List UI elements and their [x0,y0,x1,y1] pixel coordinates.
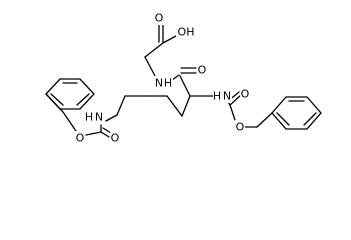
bond-c6-c7 [116,95,126,116]
bond-c7-nepsilon [105,114,118,122]
bond-amidec-calpha [179,75,191,97]
atom-o-acid-carbonyl: O [155,12,164,25]
atom-n-amide: N [155,77,163,90]
atom-o-amide-carbonyl: O [198,64,207,77]
bond-cbzc2-carbonyl-o [100,131,110,138]
bond-calpha-c3 [181,95,191,117]
bond-ch2-nh [144,56,156,77]
bond-cbzc-carbonyl-o [229,94,242,106]
bond-c3-c4 [166,95,183,117]
bond-acidc-ch2 [144,42,164,58]
atom-o-alpha-cbz-ester: O [236,121,245,134]
benzene-ring-left [45,78,95,110]
bond-benzyl-ch2-ring [256,112,273,128]
atom-o-epsilon-cbz-carbonyl: O [111,132,120,145]
bond-cbzc-ester-o [229,104,236,121]
atom-h-amide: H [164,77,172,90]
benzene-ring-right [271,96,322,130]
atom-labels: OH O N H O H N O O H N O O [75,11,250,145]
bond-ester-o2-benzyl-ch2 [62,111,77,132]
atom-n-alpha: N [223,90,231,103]
atom-h-epsilon: H [85,111,93,124]
bond-cbzc2-ester-o [85,131,102,136]
atom-oh-acid: OH [178,26,195,39]
atom-o-alpha-cbz-carbonyl: O [241,88,250,101]
atom-h-alpha: H [213,90,221,103]
bond-cbzc2-carbonyl-o-double [102,127,112,134]
atom-n-epsilon: N [95,111,103,124]
chemical-structure: OH O N H O H N O O H N O O [45,11,322,145]
bond-acidc-oh [162,35,177,44]
atom-o-epsilon-cbz-ester: O [76,132,85,145]
